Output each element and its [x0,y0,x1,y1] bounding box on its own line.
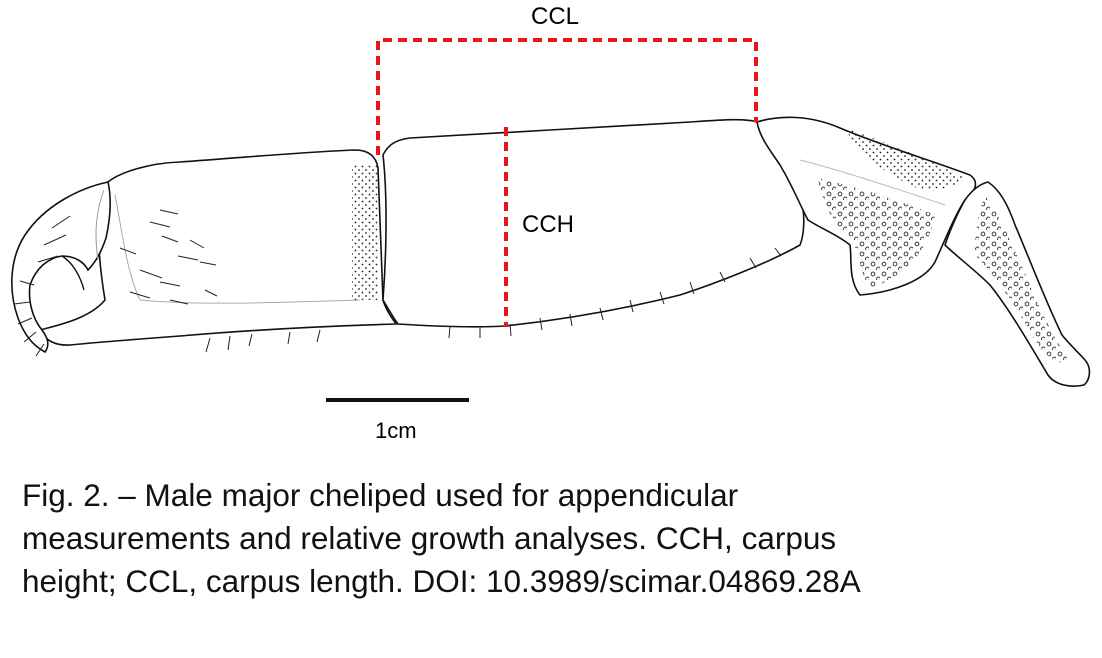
figure-caption: Fig. 2. – Male major cheliped used for a… [22,474,1097,603]
caption-line: height; CCL, carpus length. DOI: 10.3989… [22,563,861,599]
caption-line: measurements and relative growth analyse… [22,520,837,556]
carpus [382,118,805,339]
carpus-setae [448,247,782,339]
setae [13,209,321,357]
propodus-stipple [352,165,378,300]
chela [11,149,398,357]
ccl-measurement-line [376,38,758,155]
ischium [944,181,1091,387]
propodus-groove [114,194,361,304]
merus-tubercles [818,178,935,288]
ischium-tubercles [975,195,1070,363]
finger-gap [61,255,85,291]
carpus-outline [382,118,805,328]
caption-line: Fig. 2. – Male major cheliped used for a… [22,477,739,513]
dactyl-outline [11,181,111,354]
cch-label: CCH [522,211,574,238]
merus-stipple-top [845,128,965,191]
scale-bar-label: 1cm [375,418,417,443]
propodus-outline [38,149,398,346]
cheliped-illustration [11,38,1091,402]
merus-inner-line [799,159,946,206]
ccl-label: CCL [531,3,580,30]
dactyl-inner-line [95,189,105,261]
merus [756,116,977,296]
